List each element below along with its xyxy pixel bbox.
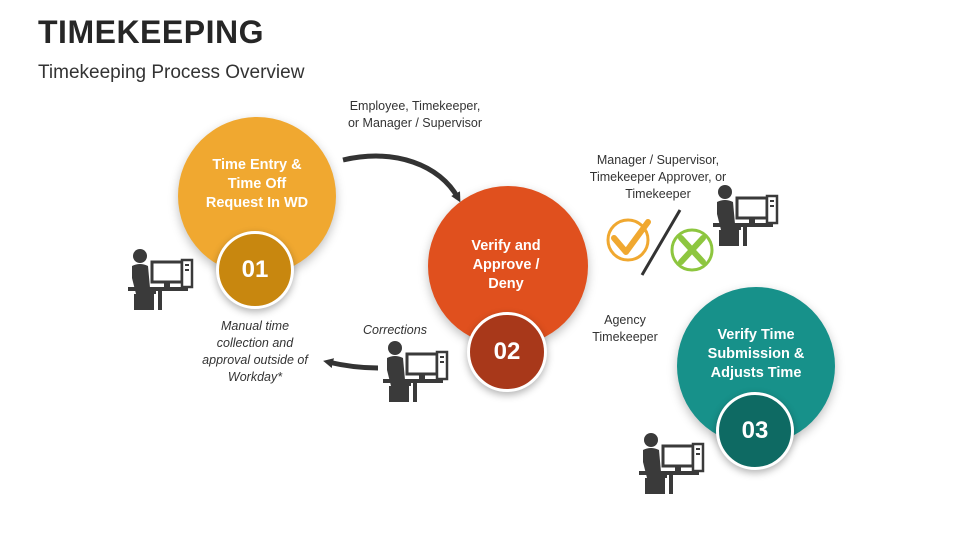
corrections-note: Corrections	[363, 323, 427, 337]
step-3-badge: 03	[716, 392, 794, 470]
page-subtitle: Timekeeping Process Overview	[38, 62, 305, 83]
step-2-badge: 02	[467, 312, 547, 392]
arrow-actor-note: Employee, Timekeeper, or Manager / Super…	[347, 99, 483, 130]
arrow-step1-to-step2	[342, 153, 461, 203]
step-1-label: Time Entry & Time Off Request In WD	[205, 157, 309, 211]
step-2-label: Verify and Approve / Deny	[471, 238, 541, 292]
agency-note: Agency Timekeeper	[592, 313, 658, 344]
page-title: TIMEKEEPING	[38, 14, 264, 50]
approver-note: Manager / Supervisor, Timekeeper Approve…	[589, 153, 727, 201]
step-3-label: Verify Time Submission & Adjusts Time	[707, 327, 805, 381]
manual-note: Manual time collection and approval outs…	[202, 319, 308, 384]
arrow-corrections	[323, 358, 379, 371]
step-1-badge: 01	[216, 231, 294, 309]
divider-slash	[640, 209, 682, 276]
